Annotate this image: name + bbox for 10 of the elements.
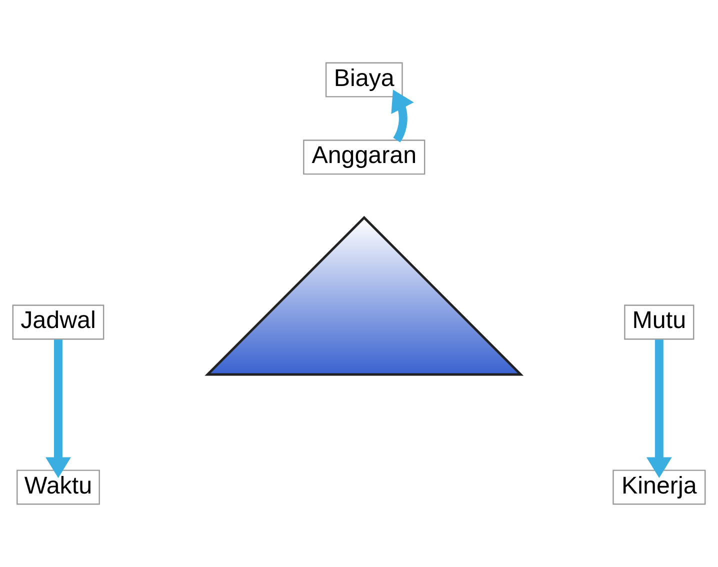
node-box: Mutu xyxy=(624,304,694,340)
node-box: Jadwal xyxy=(12,304,104,340)
node-box: Biaya xyxy=(325,62,403,98)
node-box: Anggaran xyxy=(303,140,426,175)
node-triangle xyxy=(204,216,524,376)
arrow xyxy=(646,340,672,478)
node-box: Kinerja xyxy=(612,470,706,505)
arrow xyxy=(391,90,414,142)
arrow xyxy=(45,340,71,478)
node-box: Waktu xyxy=(16,470,100,505)
